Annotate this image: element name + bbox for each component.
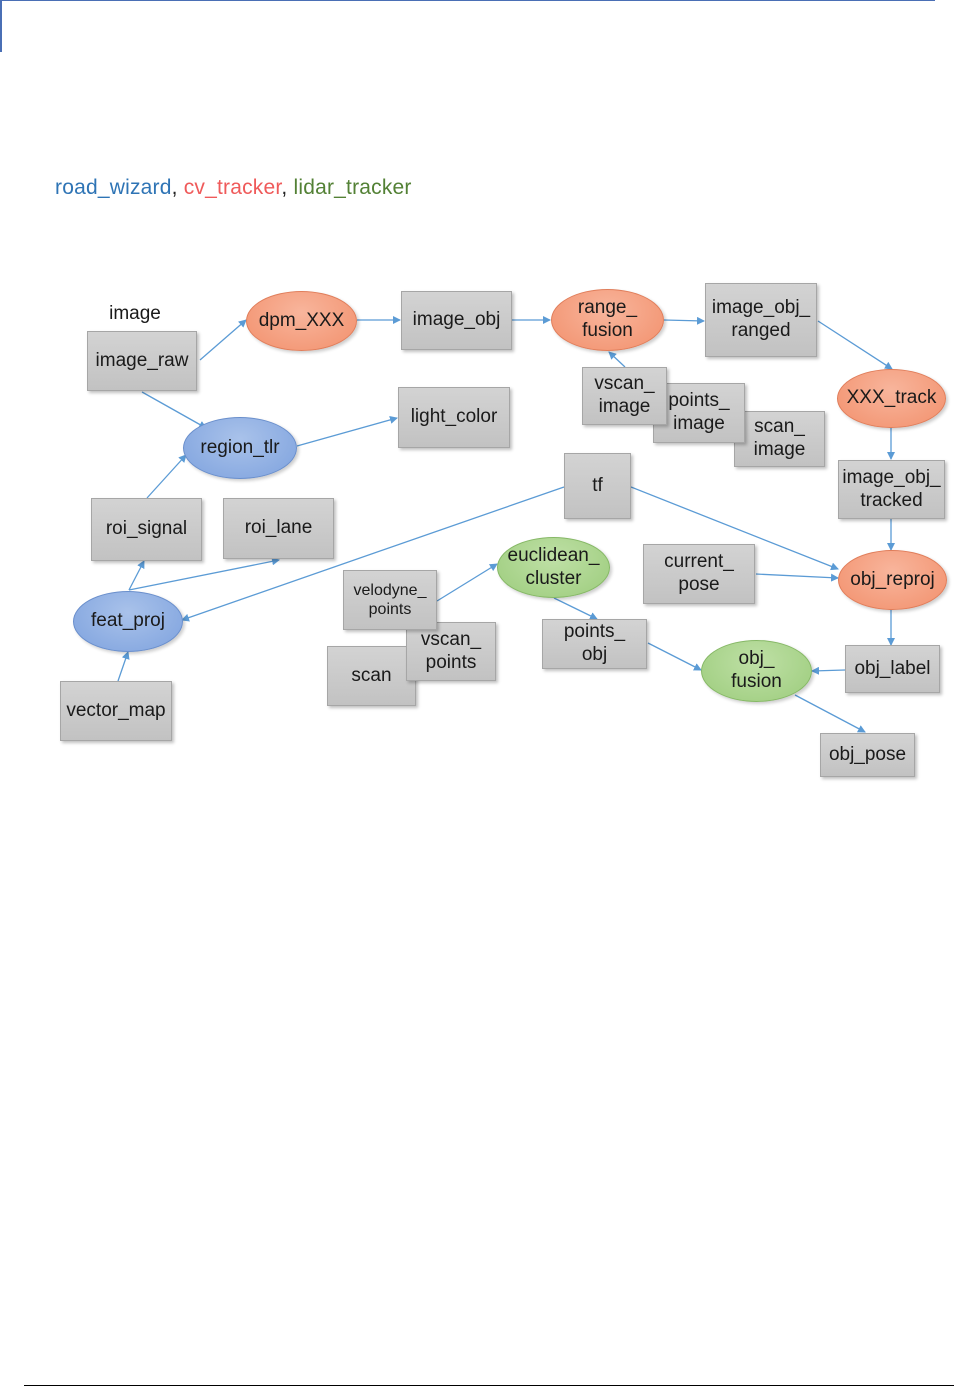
node-feat-proj: feat_proj bbox=[73, 591, 183, 652]
legend-separator: , bbox=[171, 176, 178, 199]
page-bottom-rule bbox=[24, 1385, 954, 1386]
node-euclidean-cluster: euclidean_ cluster bbox=[497, 537, 610, 598]
edge-current-pose-to-obj-reproj bbox=[755, 573, 839, 582]
node-light-color: light_color bbox=[398, 387, 510, 448]
node-image-raw: image_raw bbox=[87, 331, 197, 391]
node-velodyne-points: velodyne_ points bbox=[343, 570, 437, 630]
node-vscan-points: vscan_ points bbox=[406, 622, 496, 681]
edge-roi-signal-to-region-tlr bbox=[146, 454, 187, 499]
edge-tf-to-feat-proj bbox=[181, 486, 565, 622]
node-image-obj-ranged: image_obj_ ranged bbox=[705, 283, 817, 357]
node-roi-lane: roi_lane bbox=[223, 498, 334, 559]
node-obj-fusion: obj_ fusion bbox=[701, 640, 812, 702]
node-image-obj: image_obj bbox=[401, 291, 512, 350]
edge-points-obj-to-obj-fusion bbox=[647, 642, 702, 671]
edge-image-raw-to-region-tlr bbox=[141, 391, 207, 429]
node-image-obj-tracked: image_obj_ tracked bbox=[838, 460, 945, 519]
node-points-image: points_ image bbox=[653, 383, 745, 443]
node-dpm-xxx: dpm_XXX bbox=[246, 291, 357, 351]
node-range-fusion: range_ fusion bbox=[551, 289, 664, 351]
edge-velodyne-points-to-euclidean-cluster bbox=[436, 563, 498, 602]
node-scan: scan bbox=[327, 646, 416, 706]
edge-obj-fusion-to-obj-pose bbox=[794, 694, 866, 733]
page-left-rule bbox=[0, 0, 2, 52]
node-xxx-track: XXX_track bbox=[837, 369, 946, 428]
node-obj-pose: obj_pose bbox=[820, 733, 915, 777]
legend-cv-tracker: cv_tracker bbox=[183, 176, 282, 199]
node-scan-image: scan_ image bbox=[734, 411, 825, 467]
edge-obj-label-to-obj-fusion bbox=[811, 666, 846, 675]
edge-image-obj-ranged-to-xxx-track bbox=[817, 320, 893, 370]
node-obj-label: obj_label bbox=[845, 645, 940, 693]
legend: road_wizard, cv_tracker, lidar_tracker bbox=[55, 176, 412, 200]
edge-region-tlr-to-light-color bbox=[296, 416, 398, 447]
edge-feat-proj-to-roi-signal bbox=[128, 560, 145, 591]
node-obj-reproj: obj_reproj bbox=[838, 550, 947, 610]
edge-range-fusion-to-image-obj-ranged bbox=[663, 316, 705, 325]
node-current-pose: current_ pose bbox=[643, 544, 755, 604]
edge-image-raw-to-dpm-xxx bbox=[199, 319, 247, 361]
node-region-tlr: region_tlr bbox=[183, 417, 297, 479]
edge-vscan-image-to-range-fusion bbox=[608, 351, 626, 368]
image-group-label: image bbox=[109, 302, 161, 324]
page-top-rule bbox=[0, 0, 935, 1]
legend-separator: , bbox=[281, 176, 288, 199]
legend-road-wizard: road_wizard bbox=[55, 176, 172, 199]
edge-feat-proj-to-roi-lane bbox=[128, 557, 280, 591]
edge-tf-to-obj-reproj bbox=[630, 486, 839, 571]
node-vector-map: vector_map bbox=[60, 681, 172, 741]
node-roi-signal: roi_signal bbox=[91, 498, 202, 561]
node-tf: tf bbox=[564, 453, 631, 519]
node-points-obj: points_ obj bbox=[542, 619, 647, 669]
legend-lidar-tracker: lidar_tracker bbox=[293, 176, 412, 199]
edge-vector-map-to-feat-proj bbox=[117, 651, 130, 682]
node-vscan-image: vscan_ image bbox=[582, 367, 667, 425]
edge-euclidean-cluster-to-points-obj bbox=[553, 597, 598, 620]
